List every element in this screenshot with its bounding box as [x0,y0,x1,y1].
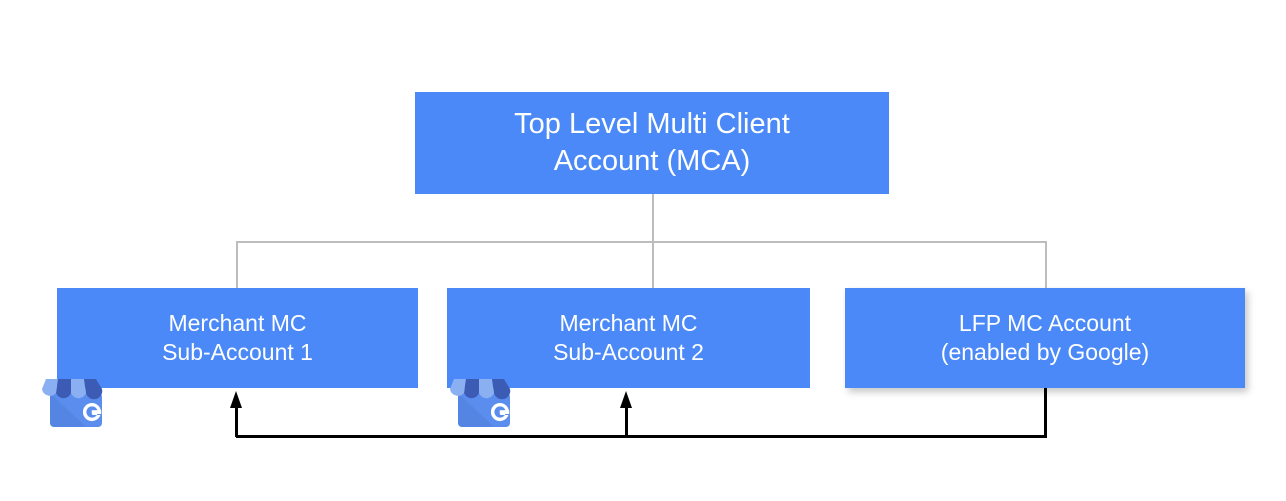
google-my-business-icon [448,369,520,429]
connector-drop-lfp [1045,241,1047,289]
arrow-up-icon-sub2 [620,391,632,408]
flow-riser-to-sub1 [235,400,238,437]
arrow-up-icon-sub1 [230,391,242,408]
node-top-level-mca-label: Top Level Multi Client Account (MCA) [514,107,790,177]
node-merchant-sub-account-2[interactable]: Merchant MC Sub-Account 2 [447,288,810,388]
node-lfp-mc-account[interactable]: LFP MC Account (enabled by Google) [845,288,1245,388]
connector-drop-sub1 [236,241,238,289]
node-top-level-mca[interactable]: Top Level Multi Client Account (MCA) [415,92,889,194]
flow-baseline [236,435,1047,438]
node-lfp-mc-account-label: LFP MC Account (enabled by Google) [940,309,1150,365]
flow-riser-to-sub2 [625,400,628,437]
connector-top-stem [652,194,654,243]
node-merchant-sub-account-1[interactable]: Merchant MC Sub-Account 1 [57,288,418,388]
flow-riser-from-lfp [1044,388,1047,438]
connector-drop-sub2 [652,241,654,289]
google-my-business-icon [40,369,112,429]
node-merchant-sub-account-2-label: Merchant MC Sub-Account 2 [553,309,704,365]
connector-horizontal-bar [236,241,1047,243]
node-merchant-sub-account-1-label: Merchant MC Sub-Account 1 [162,309,313,365]
